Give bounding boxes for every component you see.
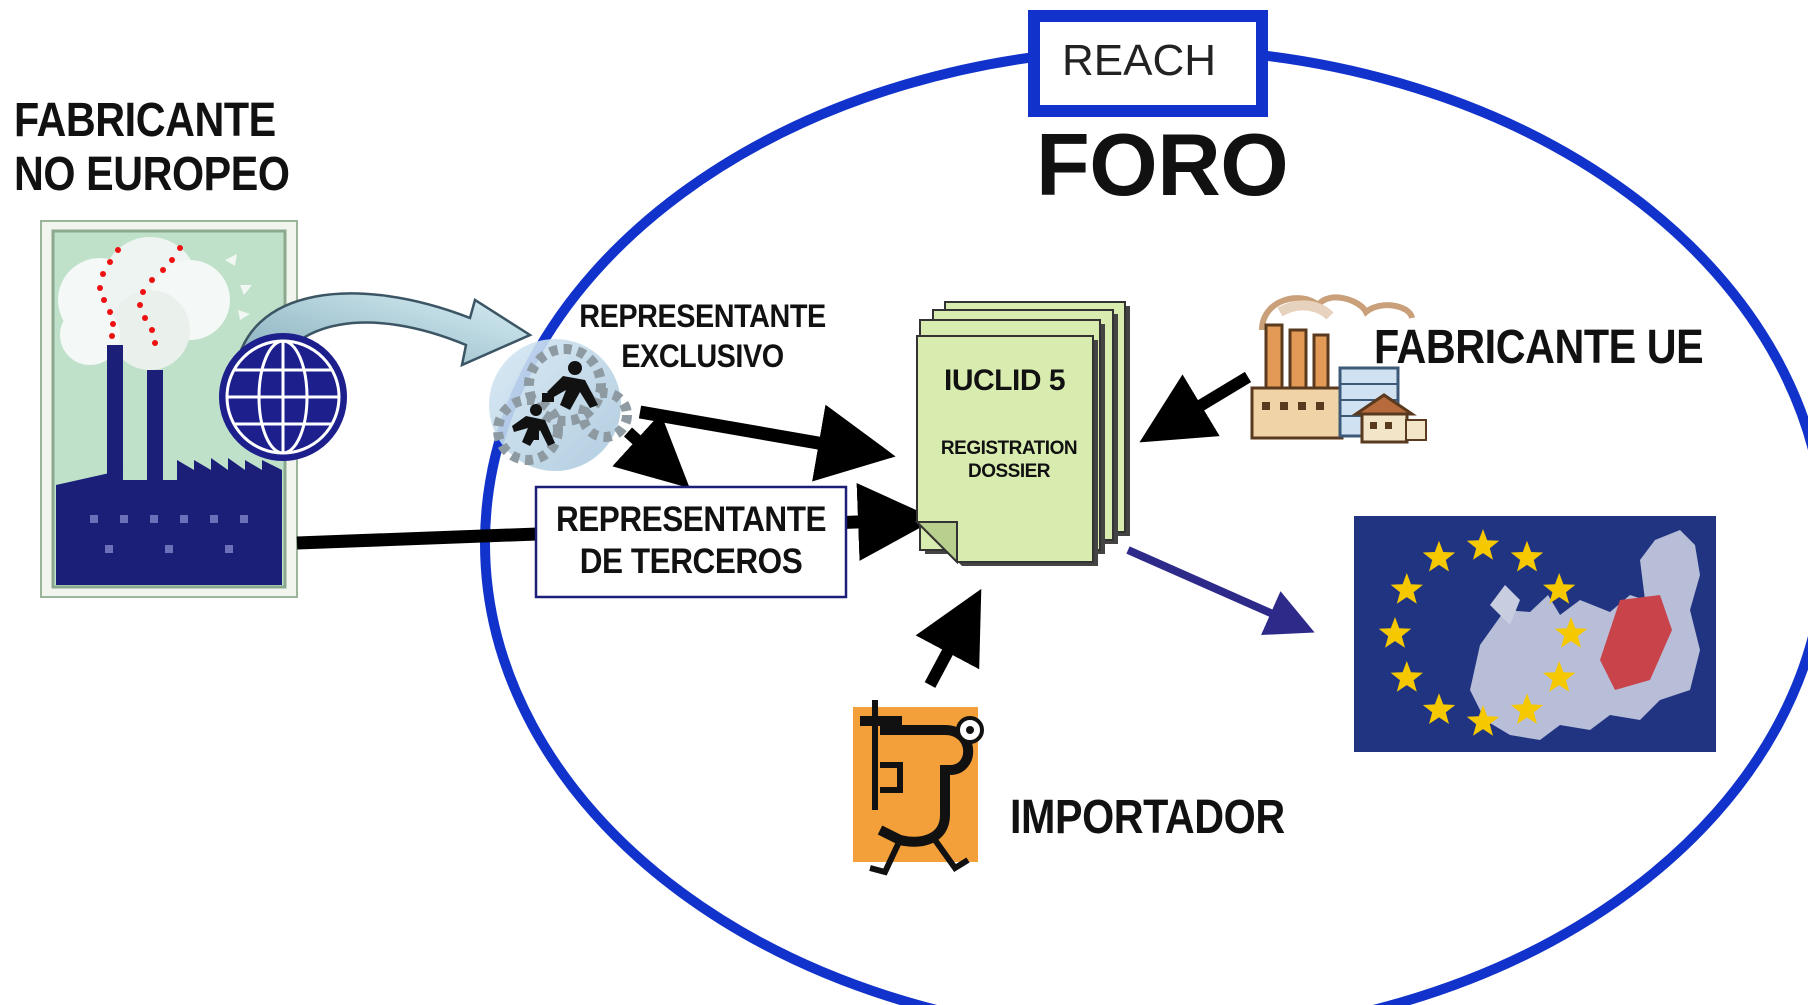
arrow-dossier-to-eu: [1126, 546, 1315, 636]
business-people-gears-icon: [489, 339, 632, 471]
dossier-sub-line1: REGISTRATION: [940, 438, 1078, 459]
fabricante-ue-label: FABRICANTE UE: [1374, 321, 1704, 374]
representante-exclusivo-label: REPRESENTANTE EXCLUSIVO: [574, 296, 831, 376]
globe-icon: [219, 333, 347, 461]
reach-label: REACH: [1062, 36, 1216, 85]
dossier-title: IUCLID 5: [944, 364, 1066, 397]
arrow-exclusivo-to-dossier: [638, 404, 896, 482]
iuclid-dossier-stack: [914, 301, 1130, 566]
factory-buildings-icon: [1250, 294, 1427, 444]
fabricante-no-europeo-label: FABRICANTE NO EUROPEO: [14, 94, 290, 202]
smokestack-factory-icon: [40, 220, 298, 598]
walking-clamp-icon: [853, 700, 984, 876]
representante-terceros-label: REPRESENTANTE DE TERCEROS: [552, 499, 831, 583]
representante-exclusivo-line2: EXCLUSIVO: [621, 338, 784, 374]
arrow-fabricante-ue-to-dossier: [1139, 371, 1252, 443]
representante-terceros-box: [534, 485, 848, 599]
fabricante-no-europeo-line2: NO EUROPEO: [14, 148, 290, 201]
reach-box: [1028, 10, 1268, 117]
representante-terceros-line2: DE TERCEROS: [579, 542, 803, 581]
importador-label: IMPORTADOR: [1010, 791, 1285, 844]
representante-terceros-line1: REPRESENTANTE: [555, 500, 827, 539]
eu-flag-map-icon: [1354, 516, 1716, 752]
curved-arrow: [233, 292, 533, 380]
fabricante-no-europeo-line1: FABRICANTE: [14, 94, 276, 147]
arrow-exclusivo-to-terceros: [612, 413, 690, 489]
dossier-sub-line2: DOSSIER: [967, 461, 1051, 482]
representante-exclusivo-line1: REPRESENTANTE: [579, 298, 826, 334]
foro-title: FORO: [1036, 115, 1289, 214]
dossier-subtitle: REGISTRATION DOSSIER: [930, 437, 1088, 483]
arrow-importador-to-dossier: [915, 588, 982, 688]
